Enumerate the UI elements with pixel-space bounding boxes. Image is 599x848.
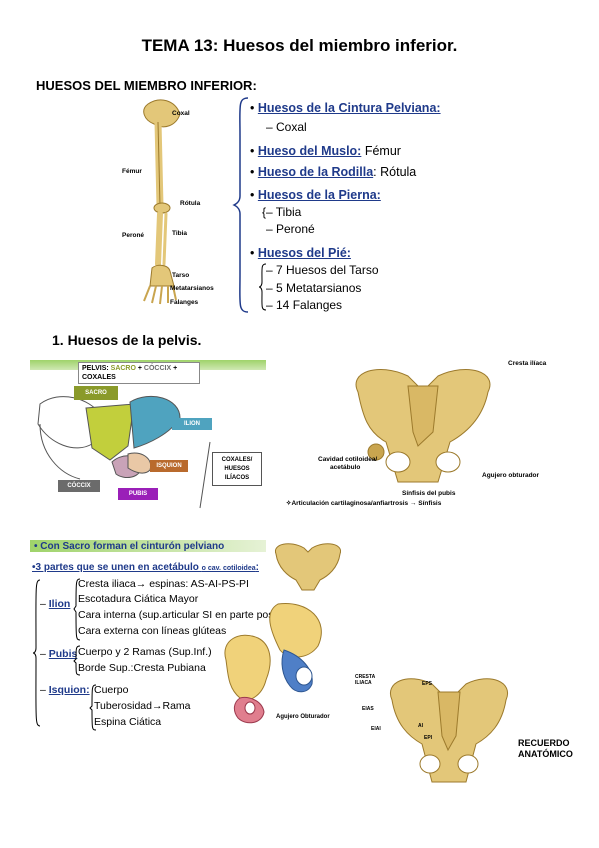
pubis-item-2: Borde Sup.:Cresta Pubiana (78, 662, 206, 674)
section-heading: HUESOS DEL MIEMBRO INFERIOR: (36, 78, 257, 93)
pie-item-metatarsianos: – 5 Metatarsianos (266, 281, 362, 295)
skeleton-label-rotula: Rótula (180, 200, 201, 207)
pubis-label-box: PUBIS (118, 488, 158, 500)
skeleton-label-coxal: Coxal (172, 110, 190, 117)
recuerdo-label-eiai: EIAI (371, 726, 381, 732)
isquion-item-1: Cuerpo (94, 684, 129, 696)
skeleton-label-tarso: Tarso (172, 272, 190, 279)
cinturon-outer-brace (32, 579, 41, 727)
coxales-bracket (199, 441, 211, 509)
isquion-label-box: ISQUION (150, 460, 188, 472)
pie-brace (258, 263, 267, 311)
label-agujero-obturador-2: Agujero Obturador (276, 714, 330, 720)
cinturon-line2: •3 partes que se unen en acetábulo o cav… (32, 562, 259, 573)
pierna-item-tibia: – Tibia (266, 205, 302, 219)
label-articulacion: ✧Articulación cartilaginosa/anfiartrosis… (286, 500, 442, 507)
pelvis-color-diagram: PELVIS: SACRO + CÓCCIX +COXALES SACRO IL… (30, 360, 266, 510)
brace-divider (232, 97, 249, 313)
page-title: TEMA 13: Huesos del miembro inferior. (141, 36, 458, 55)
cinturon-parts: – Ilion Cresta iliaca→ espinas: AS-AI-PS… (40, 578, 283, 728)
skeleton-label-metatarsianos: Metatarsianos (170, 285, 214, 292)
label-cavidad-cotiloidea: Cavidad cotiloidea/acetábulo (318, 456, 378, 471)
skeleton-label-femur: Fémur (122, 168, 142, 175)
cinturon-line1: • Con Sacro forman el cinturón pelviano (34, 541, 225, 552)
pie-label: Huesos del Pié: (257, 246, 351, 260)
pelvis-formula-box: PELVIS: SACRO + CÓCCIX +COXALES (78, 362, 200, 384)
bone-list: • Huesos de la Cintura Pelviana: – Coxal… (250, 101, 441, 312)
pubis-item-1: Cuerpo y 2 Ramas (Sup.Inf.) (78, 646, 212, 658)
skeleton-label-tibia: Tibia (172, 230, 188, 237)
sacro-label-box: SACRO (74, 386, 118, 400)
skeleton-label-perone: Peroné (122, 232, 145, 239)
rodilla-label: Hueso de la Rodilla (257, 165, 374, 179)
recuerdo-label-eias: EIAS (362, 706, 374, 712)
pierna-label: Huesos de la Pierna: (257, 188, 381, 202)
coxales-box: COXALES/ HUESOS ILÍACOS (212, 452, 262, 486)
leg-skeleton-illustration (143, 99, 181, 305)
ilion-item-3: Cara interna (sup.articular SI en parte … (78, 609, 283, 621)
isquion-label: Isquion: (48, 684, 90, 696)
ilion-item-1: Cresta iliaca→ espinas: AS-AI-PS-PI (78, 578, 249, 590)
ilion-item-4: Cara externa con líneas glúteas (78, 625, 227, 637)
label-sinfisis-pubis: Sínfisis del pubis (402, 490, 456, 497)
pierna-item-perone: – Peroné (266, 222, 315, 236)
rodilla-value: : Rótula (373, 165, 417, 179)
ilion-item-2: Escotadura Ciática Mayor (78, 593, 199, 605)
ilion-label-box: ILION (172, 418, 212, 430)
cintura-label: Huesos de la Cintura Pelviana: (257, 101, 441, 115)
pelvis-anatomy-illustration (355, 369, 491, 483)
pubis-label: Pubis (48, 648, 78, 660)
skeleton-label-falanges: Falanges (170, 299, 199, 306)
pelvis-subheading: 1. Huesos de la pelvis. (52, 332, 202, 348)
hip-bone-illustration (224, 603, 322, 724)
isquion-item-3: Espina Ciática (94, 716, 162, 728)
recuerdo-label-eps: EPS (422, 681, 433, 687)
isquion-brace (89, 684, 97, 731)
ilion-label: Ilion (48, 598, 71, 610)
ilion-brace (73, 578, 81, 641)
coccix-label-box: CÓCCIX (58, 480, 100, 492)
isquion-item-2: Tuberosidad→Rama (94, 700, 191, 712)
label-agujero-obturador: Agujero obturador (482, 472, 540, 479)
recuerdo-label-ai: AI (418, 723, 423, 729)
pubis-brace (73, 645, 81, 676)
pie-item-falanges: – 14 Falanges (266, 298, 343, 312)
small-pelvis-illustration (274, 543, 342, 591)
label-cresta-iliaca: Cresta ilíaca (508, 360, 547, 367)
cinturon-header-bar (30, 540, 266, 552)
muslo-label: Hueso del Muslo: (257, 144, 362, 158)
recuerdo-label-epi: EPI (424, 735, 433, 741)
muslo-value: Fémur (361, 144, 401, 158)
pie-item-tarso: – 7 Huesos del Tarso (266, 263, 379, 277)
cintura-item: – Coxal (266, 120, 307, 134)
recuerdo-pelvis-illustration (389, 678, 509, 783)
